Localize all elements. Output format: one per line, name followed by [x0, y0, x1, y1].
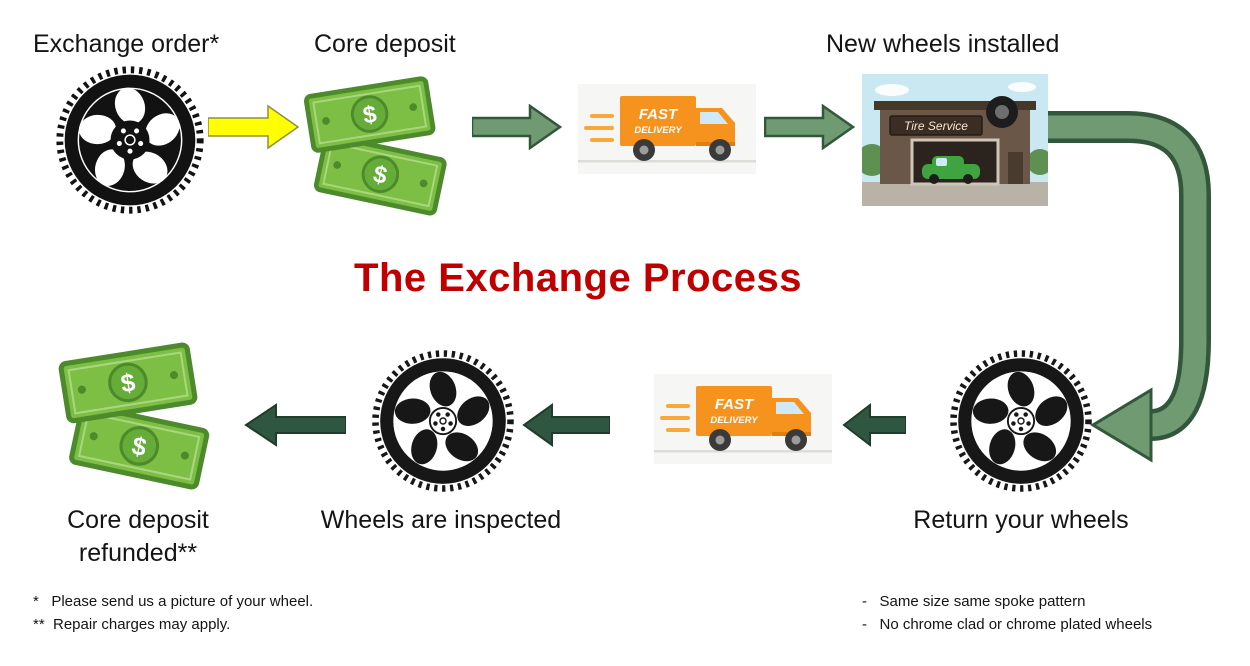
truck-text-delivery: DELIVERY — [634, 125, 683, 136]
label-new-wheels-installed: New wheels installed — [826, 30, 1060, 58]
wheel-spokes — [394, 371, 490, 465]
fast-delivery-truck-icon: FAST DELIVERY — [578, 84, 756, 174]
core-deposit-refunded-step: $ $ — [52, 338, 230, 490]
speed-lines — [584, 114, 614, 142]
dollar-sign: $ — [129, 432, 149, 462]
alloy-wheel-outline-icon — [372, 350, 514, 492]
alloy-wheel-black-icon — [56, 66, 204, 214]
label-exchange-order: Exchange order* — [33, 30, 220, 58]
front-bill: $ — [58, 342, 198, 424]
arrow-dark-left-1 — [244, 402, 346, 448]
dollar-sign: $ — [119, 369, 137, 399]
new-wheels-installed-step: Tire Service — [862, 74, 1048, 206]
arrow-left-icon — [244, 403, 346, 447]
arrow-yellow-right — [208, 104, 300, 150]
page-title: The Exchange Process — [354, 256, 802, 300]
back-bill: $ — [313, 133, 447, 216]
footnotes-left: * Please send us a picture of your wheel… — [33, 590, 313, 636]
alloy-wheel-outline-icon — [950, 350, 1092, 492]
truck-text-delivery: DELIVERY — [710, 415, 759, 426]
footnote-no-chrome: - No chrome clad or chrome plated wheels — [862, 616, 1153, 633]
wheel-spokes — [79, 87, 180, 186]
arrow-green-right-2 — [764, 104, 856, 150]
shop-sign-text: Tire Service — [904, 119, 968, 133]
outbound-shipping-step: FAST DELIVERY — [578, 84, 756, 174]
exchange-order-step — [52, 62, 208, 218]
front-bill: $ — [303, 76, 436, 153]
shop-sign-board — [889, 115, 983, 136]
arrow-right-icon — [472, 104, 562, 150]
label-return-your-wheels: Return your wheels — [913, 506, 1129, 534]
arrow-left-icon — [842, 402, 906, 448]
label-refund-line1: Core deposit — [67, 506, 209, 534]
label-core-deposit: Core deposit — [314, 30, 456, 58]
dollar-sign: $ — [371, 161, 390, 190]
return-shipping-step: FAST DELIVERY — [654, 372, 832, 466]
back-bill: $ — [69, 403, 210, 490]
footnote-picture: * Please send us a picture of your wheel… — [33, 593, 314, 610]
footnotes-right: - Same size same spoke pattern - No chro… — [862, 590, 1152, 636]
arrow-dark-left-2 — [522, 402, 610, 448]
speed-lines — [660, 404, 690, 432]
curved-arrow-icon — [1048, 111, 1211, 463]
label-refund-line2: refunded** — [78, 539, 198, 567]
footnote-same-size: - Same size same spoke pattern — [862, 593, 1086, 610]
wheel-spokes — [972, 371, 1068, 465]
truck-text-fast: FAST — [639, 106, 679, 123]
arrow-left-icon — [522, 403, 610, 447]
arrow-green-right-1 — [472, 104, 562, 150]
money-bills-icon: $ $ — [58, 342, 210, 490]
fast-delivery-truck-icon: FAST DELIVERY — [654, 374, 832, 464]
tire-service-shop-icon: Tire Service — [862, 74, 1048, 206]
core-deposit-step: $ $ — [298, 72, 466, 216]
arrow-right-icon — [764, 104, 856, 150]
footnote-repair-charges: ** Repair charges may apply. — [33, 616, 231, 633]
arrow-curved-down-left — [1048, 100, 1248, 475]
dollar-sign: $ — [361, 101, 379, 130]
money-bills-icon: $ $ — [303, 76, 447, 216]
return-your-wheels-step — [946, 346, 1096, 496]
label-core-deposit-refunded: Core deposit refunded** — [28, 504, 248, 570]
arrow-dark-left-3 — [842, 402, 906, 448]
wheels-inspected-step — [368, 346, 518, 496]
label-wheels-inspected: Wheels are inspected — [320, 506, 562, 534]
arrow-right-icon — [208, 104, 300, 150]
truck-text-fast: FAST — [715, 396, 755, 413]
